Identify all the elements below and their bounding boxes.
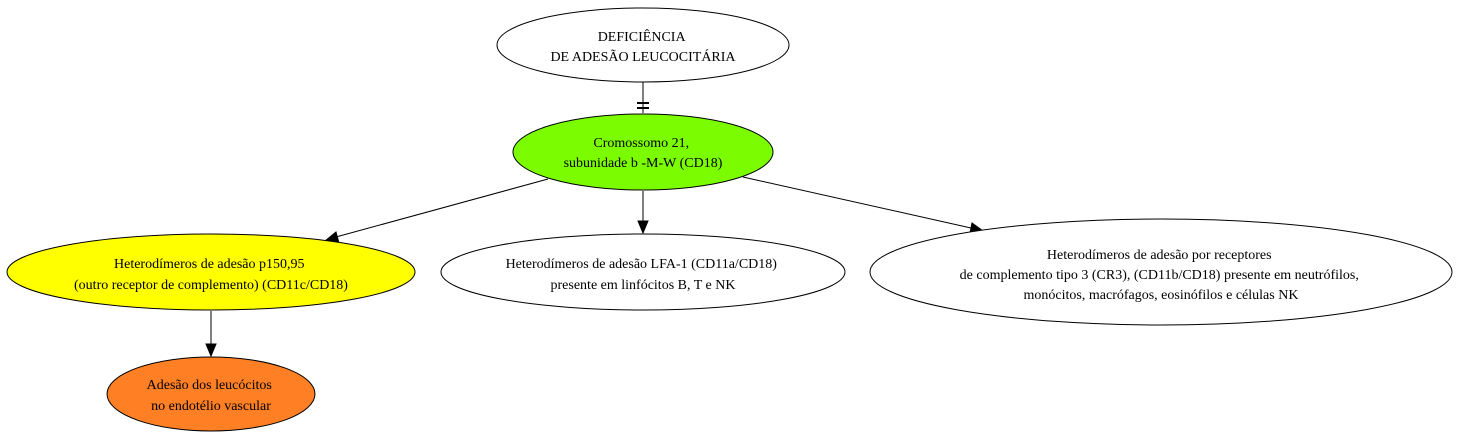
node-chromosome-label-line-2: subunidade b -M-W (CD18) <box>564 156 723 171</box>
svg-text:Cromossomo 21, subunidad: Cromossomo 21, subunidade b -M-W (CD18) <box>564 136 723 171</box>
node-lfa1: Heterodímeros de adesão LFA-1 (CD11a/CD1… <box>440 233 846 311</box>
node-adhesion-shape <box>106 356 316 432</box>
edge-chromosome-to-cr3 <box>742 176 972 229</box>
node-lfa1-label-line-1: Heterodímeros de adesão LFA-1 (CD11a/CD1… <box>506 257 778 272</box>
node-cr3-label-line-2: de complemento tipo 3 (CR3), (CD11b/CD18… <box>960 268 1359 283</box>
node-chromosome-shape <box>512 113 774 191</box>
arrowhead-lfa1 <box>637 220 649 235</box>
svg-text:Heterodímeros de adesão p150,9: Heterodímeros de adesão p150,95 (outro r… <box>74 257 348 293</box>
node-p150: Heterodímeros de adesão p150,95 (outro r… <box>6 233 416 311</box>
node-p150-shape <box>6 233 416 311</box>
arrowhead-adhesion <box>205 343 217 358</box>
node-root: DEFICIÊNCIA DE ADESÃO LEUCOCITÁRIA <box>496 7 790 83</box>
node-cr3: Heterodímeros de adesão por receptores d… <box>869 218 1453 326</box>
edges <box>205 82 985 358</box>
svg-text:Heterodímeros de adesão LFA-1: Heterodímeros de adesão LFA-1 (CD11a/CD1… <box>506 257 781 293</box>
node-lfa1-shape <box>440 233 846 311</box>
node-adhesion-label-line-1: Adesão dos leucócitos <box>147 378 272 393</box>
svg-text:Adesão dos leucócitos no: Adesão dos leucócitos no endotélio vascu… <box>147 378 276 414</box>
node-chromosome: Cromossomo 21, subunidade b -M-W (CD18) <box>512 113 774 191</box>
node-root-label-line-1: DEFICIÊNCIA <box>598 28 687 45</box>
node-p150-label-line-1: Heterodímeros de adesão p150,95 <box>114 257 305 272</box>
node-root-shape <box>496 7 790 83</box>
node-cr3-label-line-3: monócitos, macrófagos, eosinófilos e cél… <box>1024 288 1299 303</box>
node-cr3-label-line-1: Heterodímeros de adesão por receptores <box>1047 248 1272 263</box>
node-lfa1-label-line-2: presente em linfócitos B, T e NK <box>551 278 736 293</box>
edge-chromosome-to-p150 <box>335 178 549 238</box>
node-root-label-line-2: DE ADESÃO LEUCOCITÁRIA <box>550 48 736 65</box>
node-chromosome-label-line-1: Cromossomo 21, <box>593 136 689 151</box>
node-adhesion: Adesão dos leucócitos no endotélio vascu… <box>106 356 316 432</box>
node-adhesion-label-line-2: no endotélio vascular <box>151 399 271 414</box>
node-p150-label-line-2: (outro receptor de complemento) (CD11c/C… <box>74 278 348 293</box>
node-cr3-shape <box>869 218 1453 326</box>
svg-text:DEFICIÊNCIA DE ADESÃO LE: DEFICIÊNCIA DE ADESÃO LEUCOCITÁRIA <box>550 28 736 65</box>
svg-text:Heterodímeros de adesão por re: Heterodímeros de adesão por receptores d… <box>960 248 1363 303</box>
